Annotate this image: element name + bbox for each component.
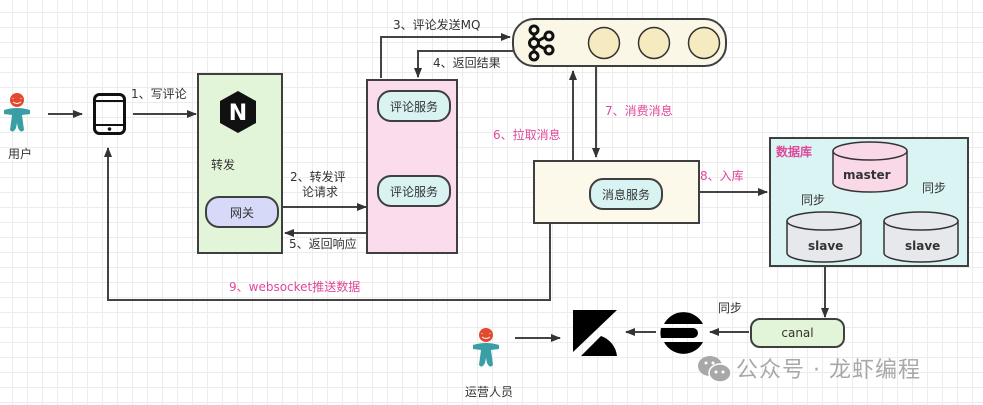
gateway-pill[interactable]: 网关 xyxy=(205,196,279,228)
partition-3 xyxy=(687,26,721,60)
nginx-icon: N xyxy=(220,91,256,133)
partition-2 xyxy=(637,26,671,60)
person-icon xyxy=(473,328,499,367)
wechat-icon xyxy=(698,356,732,383)
slave-cylinder-2 xyxy=(883,211,959,263)
user-actor: 用户 xyxy=(2,92,32,162)
canal-label: canal xyxy=(781,326,814,340)
step8-label: 8、入库 xyxy=(700,169,744,183)
operator-label: 运营人员 xyxy=(465,385,514,399)
svg-text:N: N xyxy=(229,101,247,126)
message-queue[interactable] xyxy=(512,18,727,67)
step2-label-line2: 论请求 xyxy=(302,185,339,199)
canal-sync-label: 同步 xyxy=(718,301,743,315)
message-service-label: 消息服务 xyxy=(601,187,650,202)
comment-service-1-label: 评论服务 xyxy=(389,99,438,114)
watermark-text: 公众号 · 龙虾编程 xyxy=(736,358,921,383)
database-title: 数据库 xyxy=(776,145,813,159)
database-group: 数据库 master slave slave 同步 同步 xyxy=(769,137,969,267)
step6-label: 6、拉取消息 xyxy=(493,128,561,142)
step9-label: 9、websocket推送数据 xyxy=(229,280,361,294)
gateway-group: N 转发 网关 xyxy=(197,73,283,254)
slave-cylinder-1 xyxy=(786,211,862,263)
partition-1 xyxy=(587,26,621,60)
canal-node[interactable]: canal xyxy=(750,318,845,348)
kibana-icon xyxy=(573,310,617,356)
gateway-label: 网关 xyxy=(229,205,254,220)
person-icon xyxy=(4,93,30,132)
comment-service-2[interactable]: 评论服务 xyxy=(377,175,451,207)
sync-label-1: 同步 xyxy=(801,193,826,207)
step5-label: 5、返回响应 xyxy=(289,237,357,251)
step1-label: 1、写评论 xyxy=(131,87,187,101)
user-label: 用户 xyxy=(8,147,33,161)
step2-label-line1: 2、转发评 xyxy=(290,170,346,184)
mobile-phone-icon xyxy=(93,93,126,135)
sync-label-2: 同步 xyxy=(922,181,947,195)
comment-service-1[interactable]: 评论服务 xyxy=(377,90,451,122)
step4-label: 4、返回结果 xyxy=(433,56,501,70)
kafka-icon xyxy=(528,24,555,62)
step7-label: 7、消费消息 xyxy=(605,104,673,118)
slave-2-label: slave xyxy=(905,239,941,253)
comment-service-group: 评论服务 评论服务 xyxy=(366,79,458,254)
message-service[interactable]: 消息服务 xyxy=(589,178,663,210)
client-device[interactable] xyxy=(93,93,126,135)
step3-label: 3、评论发送MQ xyxy=(393,18,481,32)
db-cylinders xyxy=(786,141,959,263)
mq-partitions xyxy=(587,26,721,60)
elasticsearch-icon xyxy=(660,312,703,354)
message-service-group: 消息服务 xyxy=(533,160,700,224)
slave-1-label: slave xyxy=(808,239,844,253)
comment-service-2-label: 评论服务 xyxy=(389,184,438,199)
master-cylinder xyxy=(832,141,908,193)
operator-actor: 运营人员 xyxy=(465,327,513,402)
master-label: master xyxy=(843,168,891,182)
forward-label: 转发 xyxy=(211,158,236,172)
